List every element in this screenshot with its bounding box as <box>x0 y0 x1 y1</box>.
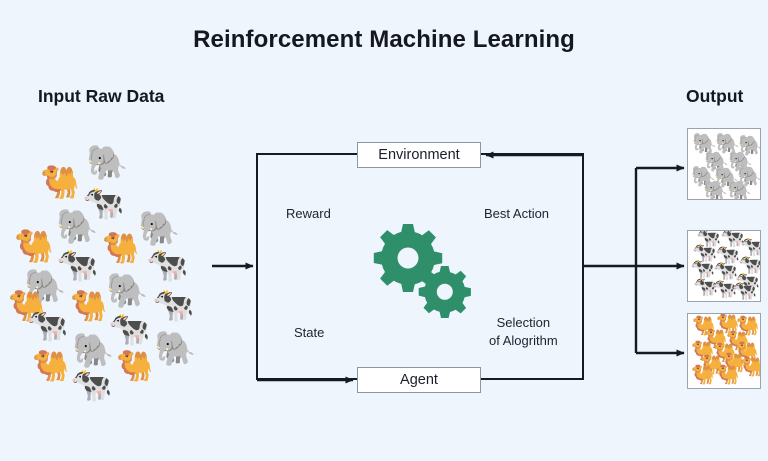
cow-icon: 🐄 <box>70 366 113 404</box>
camel-icon: 🐫 <box>700 355 724 376</box>
elephant-icon: 🐘 <box>154 330 197 368</box>
camel-icon: 🐫 <box>716 314 740 335</box>
selection-of-algorithm-edge-label: Selection of Alogrithm <box>489 314 558 349</box>
camel-icon: 🐫 <box>726 331 750 352</box>
camel-icon: 🐫 <box>32 350 70 383</box>
elephant-icon: 🐘 <box>692 133 717 155</box>
elephant-icon: 🐘 <box>738 135 761 157</box>
output-group-box-elephants[interactable]: 🐘🐘🐘🐘🐘🐘🐘🐘🐘🐘 <box>687 128 761 200</box>
camel-icon: 🐫 <box>70 290 108 323</box>
camel-icon: 🐫 <box>691 365 715 386</box>
camel-icon: 🐫 <box>740 358 760 377</box>
selection-label-line-2: of Alogrithm <box>489 332 558 348</box>
cow-icon: 🐄 <box>152 286 195 324</box>
camel-icon: 🐫 <box>722 353 746 374</box>
camel-icon: 🐫 <box>692 316 716 337</box>
cow-icon: 🐄 <box>108 310 151 348</box>
gears-icon <box>373 224 471 318</box>
elephant-icon: 🐘 <box>691 166 716 188</box>
cow-icon: 🐄 <box>740 237 760 257</box>
cow-icon: 🐄 <box>693 276 718 298</box>
output-group-box-cows[interactable]: 🐄🐄🐄🐄🐄🐄🐄🐄🐄🐄🐄🐄 <box>687 230 761 302</box>
camel-icon: 🐫 <box>704 329 728 350</box>
environment-node-label: Environment <box>378 147 460 163</box>
page-title: Reinforcement Machine Learning <box>193 26 575 53</box>
cow-icon: 🐄 <box>715 244 740 266</box>
camel-icon: 🐫 <box>736 316 760 337</box>
selection-label-line-1: Selection <box>496 315 551 330</box>
camel-icon: 🐫 <box>116 350 154 383</box>
reward-edge-label: Reward <box>286 206 331 221</box>
camel-icon: 🐫 <box>102 232 140 265</box>
cow-icon: 🐄 <box>738 254 761 276</box>
cow-icon: 🐄 <box>732 280 757 302</box>
state-edge-label: State <box>294 325 325 340</box>
gear-hub-large <box>397 247 419 269</box>
elephant-icon: 🐘 <box>138 210 181 248</box>
environment-node[interactable]: Environment <box>357 142 481 168</box>
elephant-icon: 🐘 <box>704 151 729 173</box>
camel-icon: 🐫 <box>716 365 740 386</box>
elephant-icon: 🐘 <box>24 268 67 306</box>
elephant-icon: 🐘 <box>727 180 752 200</box>
elephant-icon: 🐘 <box>714 167 739 189</box>
cow-icon: 🐄 <box>720 230 745 249</box>
elephant-icon: 🐘 <box>72 332 115 370</box>
cow-icon: 🐄 <box>56 246 99 284</box>
elephant-icon: 🐘 <box>715 133 740 155</box>
cow-icon: 🐄 <box>696 230 721 249</box>
elephant-icon: 🐘 <box>728 151 753 173</box>
agent-node[interactable]: Agent <box>357 367 481 393</box>
camel-icon: 🐫 <box>40 164 80 200</box>
camel-icon: 🐫 <box>8 290 46 323</box>
camel-icon: 🐫 <box>735 342 759 363</box>
input-section-label: Input Raw Data <box>38 86 165 106</box>
cow-icon: 🐄 <box>712 278 737 300</box>
camel-icon: 🐫 <box>713 343 737 364</box>
agent-node-label: Agent <box>400 372 438 388</box>
cow-icon: 🐄 <box>26 306 69 344</box>
cow-icon: 🐄 <box>713 260 738 282</box>
cow-icon: 🐄 <box>735 271 760 293</box>
gear-hub-small <box>436 283 453 300</box>
elephant-icon: 🐘 <box>703 180 728 200</box>
elephant-icon: 🐘 <box>737 166 761 188</box>
elephant-icon: 🐘 <box>106 272 149 310</box>
camel-icon: 🐫 <box>14 228 54 264</box>
cow-icon: 🐄 <box>690 258 715 280</box>
elephant-icon: 🐘 <box>56 208 99 246</box>
cow-icon: 🐄 <box>692 242 717 264</box>
best-action-edge-label: Best Action <box>484 206 550 221</box>
cow-icon: 🐄 <box>146 246 189 284</box>
camel-icon: 🐫 <box>691 341 715 362</box>
input-raw-data-cluster: 🐘🐫🐄🐘🐘🐫🐫🐄🐄🐘🐘🐫🐫🐄🐄🐄🐘🐘🐫🐫🐄 <box>8 140 228 402</box>
output-group-box-camels[interactable]: 🐫🐫🐫🐫🐫🐫🐫🐫🐫🐫🐫🐫🐫 <box>687 313 761 389</box>
output-section-label: Output <box>686 86 744 106</box>
elephant-icon: 🐘 <box>86 144 129 182</box>
cow-icon: 🐄 <box>82 184 125 222</box>
